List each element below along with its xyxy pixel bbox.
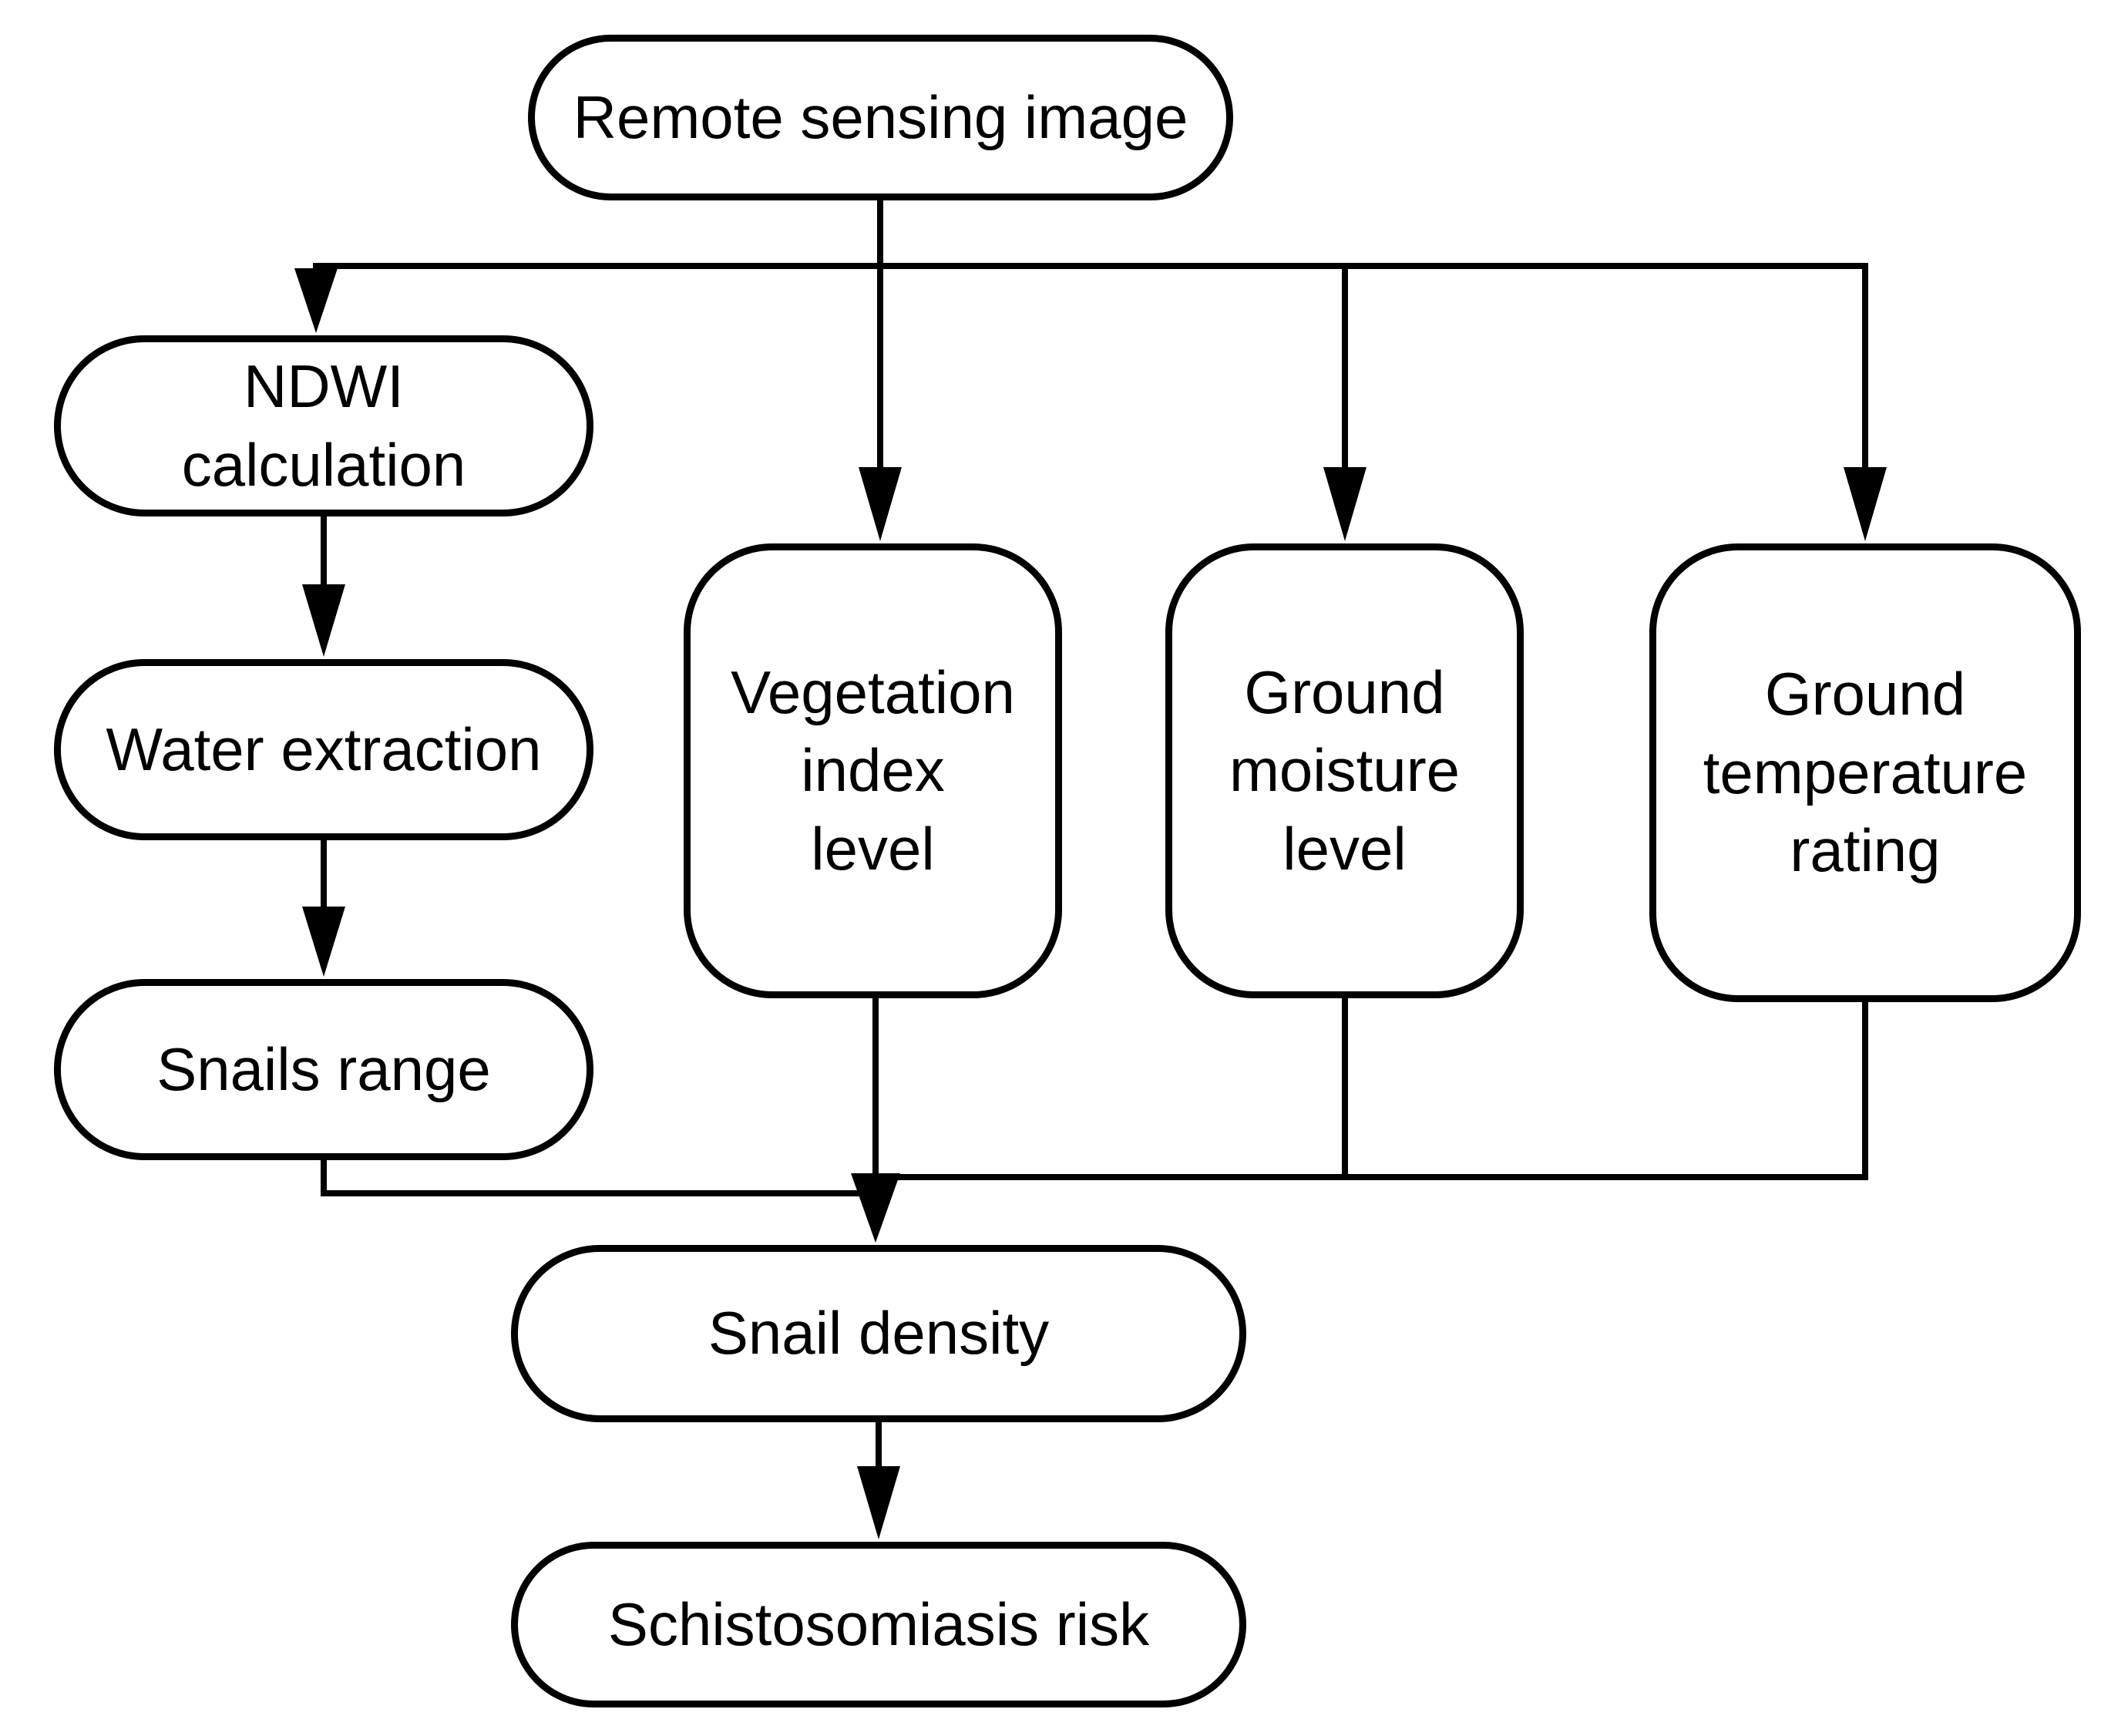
node-vegetation-index-level: Vegetation index level	[684, 543, 1062, 998]
node-ground-temperature-rating: Ground temperature rating	[1649, 543, 2081, 1002]
node-label: Ground temperature rating	[1703, 660, 2028, 885]
node-label: Remote sensing image	[573, 82, 1188, 151]
node-remote-sensing-image: Remote sensing image	[528, 35, 1233, 200]
arrowhead-into-ndwi	[294, 268, 338, 333]
arrowhead-into-temperature	[1844, 467, 1887, 541]
arrowhead-into-snail-density	[851, 1173, 900, 1243]
arrowhead-into-risk	[857, 1466, 900, 1539]
node-label: Snails range	[156, 1035, 491, 1103]
node-schistosomiasis-risk: Schistosomiasis risk	[511, 1542, 1246, 1707]
arrowhead-into-snails-range	[302, 907, 345, 977]
node-snail-density: Snail density	[511, 1245, 1246, 1422]
node-label: Water extraction	[106, 715, 542, 783]
node-label: Ground moisture level	[1229, 658, 1461, 883]
arrowhead-into-water	[302, 584, 345, 657]
node-ndwi-calculation: NDWI calculation	[54, 335, 593, 516]
node-ground-moisture-level: Ground moisture level	[1165, 543, 1524, 998]
node-label: Schistosomiasis risk	[607, 1590, 1150, 1658]
node-label: NDWI calculation	[181, 352, 466, 499]
node-label: Snail density	[708, 1299, 1050, 1368]
node-label: Vegetation index level	[731, 658, 1015, 883]
arrowhead-into-vegetation	[859, 467, 902, 541]
arrowhead-into-moisture	[1323, 467, 1366, 541]
node-snails-range: Snails range	[54, 979, 593, 1160]
edge-snails-to-merge	[321, 1159, 879, 1196]
node-water-extraction: Water extraction	[54, 659, 593, 840]
